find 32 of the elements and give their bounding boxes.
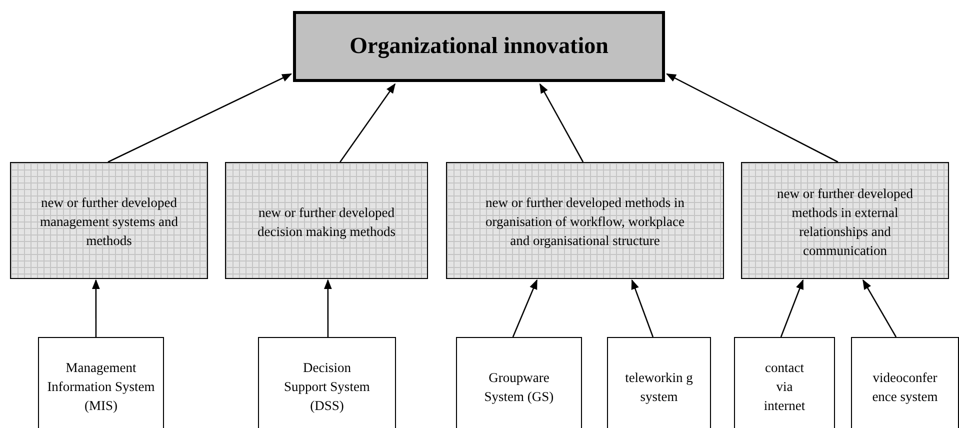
system-box bbox=[734, 337, 835, 428]
arrow bbox=[631, 279, 654, 338]
category-box bbox=[446, 162, 724, 279]
system-box bbox=[851, 337, 959, 428]
node-text: teleworkin g system bbox=[624, 369, 694, 406]
arrow bbox=[108, 73, 292, 163]
arrow bbox=[512, 279, 538, 338]
node-text: Organizational innovation bbox=[350, 32, 608, 60]
arrow bbox=[92, 279, 100, 337]
system-box bbox=[38, 337, 164, 428]
category-box bbox=[10, 162, 208, 279]
arrow bbox=[539, 83, 584, 162]
system-box bbox=[456, 337, 582, 428]
node-text: new or further developed methods in organisation of workflow, workplace and organisational structure bbox=[484, 194, 686, 250]
node-text: Decision Support System (DSS) bbox=[283, 359, 371, 415]
node-text: contact via internet bbox=[762, 359, 806, 415]
arrow bbox=[780, 279, 804, 338]
node-text: new or further developed decision making methods bbox=[256, 204, 396, 241]
arrow bbox=[324, 279, 332, 337]
arrow bbox=[666, 73, 838, 163]
system-box bbox=[258, 337, 396, 428]
category-box bbox=[741, 162, 949, 279]
node-text: new or further developed methods in external relationships and communication bbox=[776, 185, 914, 260]
system-box bbox=[607, 337, 711, 428]
arrow bbox=[862, 279, 897, 338]
node-text: Groupware System (GS) bbox=[483, 369, 555, 406]
node-text: videoconfer ence system bbox=[871, 369, 939, 406]
title-box bbox=[293, 11, 665, 82]
node-text: Management Information System (MIS) bbox=[47, 359, 155, 415]
node-text: new or further developed management systems and methods bbox=[39, 194, 179, 250]
arrow bbox=[340, 83, 396, 162]
category-box bbox=[225, 162, 428, 279]
